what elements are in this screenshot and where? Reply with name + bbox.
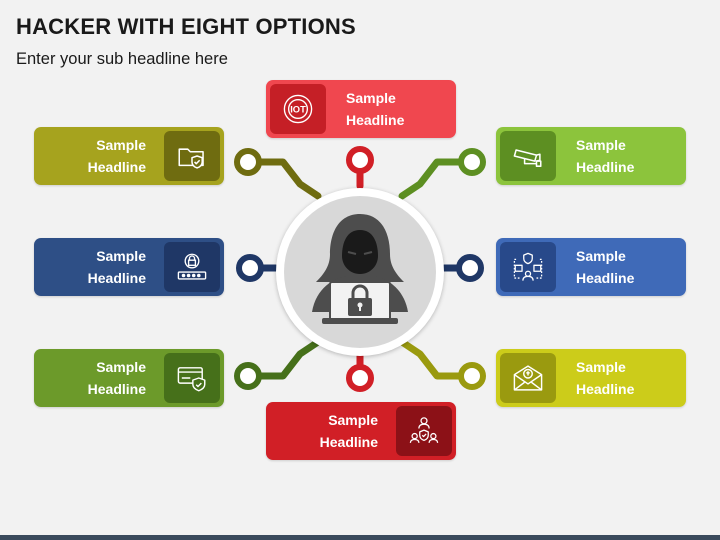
node-top [346, 146, 374, 174]
node-bottom [346, 364, 374, 392]
svg-text:IOT: IOT [290, 104, 306, 114]
option-card-top[interactable]: IOT Sample Headline [266, 80, 456, 138]
option-card-mid-left[interactable]: Sample Headline [34, 238, 224, 296]
node-mid-right [456, 254, 484, 282]
option-card-top-right[interactable]: Sample Headline [496, 127, 686, 185]
option-label-mid-right: Sample Headline [576, 248, 635, 286]
page-subtitle: Enter your sub headline here [16, 50, 228, 68]
iot-icon: IOT [270, 84, 326, 134]
password-lock-icon [164, 242, 220, 292]
node-top-left [234, 148, 262, 176]
option-card-bottom-left[interactable]: Sample Headline [34, 349, 224, 407]
user-shield-icon [396, 406, 452, 456]
option-label-bottom: Sample Headline [319, 412, 378, 450]
option-card-top-left[interactable]: Sample Headline [34, 127, 224, 185]
option-card-bottom-right[interactable]: Sample Headline [496, 349, 686, 407]
node-top-right [458, 148, 486, 176]
network-shield-icon [500, 242, 556, 292]
node-bottom-right [458, 362, 486, 390]
option-label-top-left: Sample Headline [87, 137, 146, 175]
spam-mail-icon [500, 353, 556, 403]
option-label-top-right: Sample Headline [576, 137, 635, 175]
page-title: HACKER WITH EIGHT OPTIONS [16, 14, 356, 39]
option-label-bottom-right: Sample Headline [576, 359, 635, 397]
option-label-mid-left: Sample Headline [87, 248, 146, 286]
security-camera-icon [500, 131, 556, 181]
folder-shield-icon [164, 131, 220, 181]
option-label-bottom-left: Sample Headline [87, 359, 146, 397]
node-bottom-left [234, 362, 262, 390]
option-label-top: Sample Headline [346, 90, 405, 128]
option-card-mid-right[interactable]: Sample Headline [496, 238, 686, 296]
footer-bar [0, 535, 720, 540]
hacker-hub [276, 188, 444, 356]
card-shield-icon [164, 353, 220, 403]
option-card-bottom[interactable]: Sample Headline [266, 402, 456, 460]
hacker-laptop-lock-icon [312, 214, 408, 324]
node-mid-left [236, 254, 264, 282]
